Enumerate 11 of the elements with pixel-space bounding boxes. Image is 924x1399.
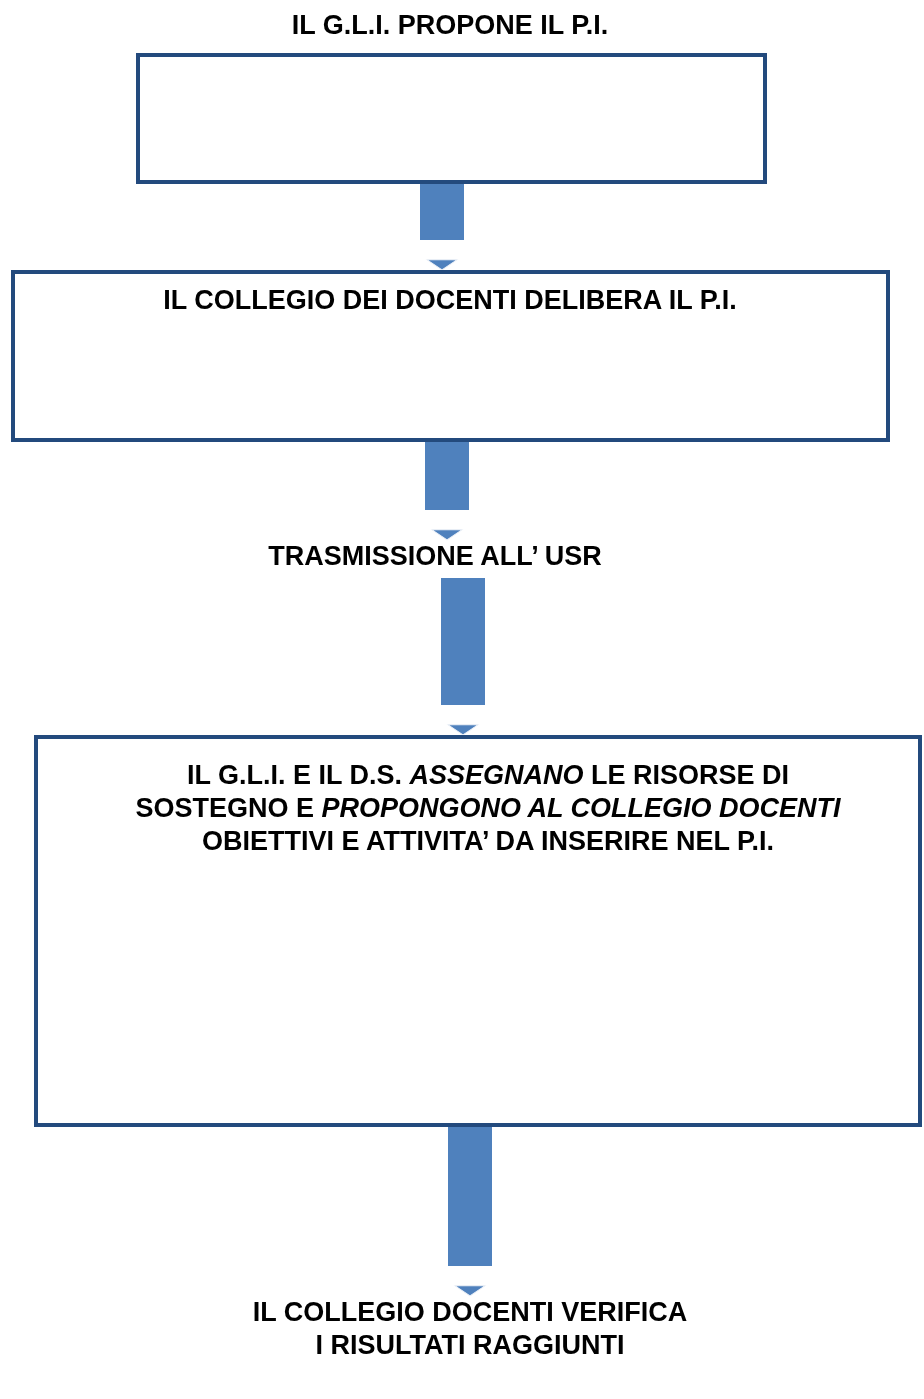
- block-arrow: [425, 442, 469, 541]
- step-text: TRASMISSIONE ALL’ USR: [267, 540, 603, 573]
- process-box: [34, 735, 922, 1127]
- box-text: IL G.L.I. PROPONE IL P.I.: [290, 9, 610, 42]
- process-box: [11, 270, 890, 442]
- box-text: IL COLLEGIO DEI DOCENTI DELIBERA IL P.I.: [162, 284, 738, 317]
- box-text: IL G.L.I. E IL D.S. ASSEGNANO LE RISORSE DI SOSTEGNO E PROPONGONO AL COLLEGIO DOCENTI OBIETTIVI E ATTIVITA’ DA INSERIRE NEL P.I.: [134, 759, 842, 858]
- block-arrow: [448, 1127, 492, 1297]
- block-arrow: [441, 578, 485, 736]
- block-arrow: [420, 184, 464, 271]
- step-text: IL COLLEGIO DOCENTI VERIFICA I RISULTATI RAGGIUNTI: [251, 1296, 689, 1362]
